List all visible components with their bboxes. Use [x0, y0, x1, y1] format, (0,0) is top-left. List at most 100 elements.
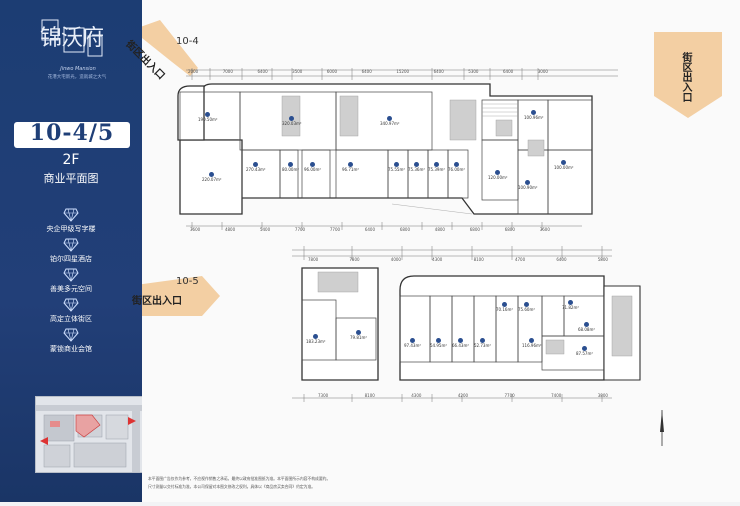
- dimension-label: 3800: [597, 393, 608, 398]
- street-arrow-upper-left: [132, 20, 198, 76]
- dimension-label: 4300: [411, 393, 422, 398]
- unit-marker[interactable]: 120.00m²: [488, 170, 508, 180]
- unit-dot-icon: [501, 302, 507, 307]
- diamond-icon: [63, 208, 79, 222]
- feature-3: 善美多元空间: [0, 268, 142, 294]
- dimension-label: 8100: [364, 393, 375, 398]
- unit-marker[interactable]: 54.95m²: [430, 338, 447, 348]
- dimension-label: 6800: [399, 227, 410, 232]
- dimension-label: 5800: [597, 257, 608, 262]
- floor-label: 2F: [62, 152, 80, 168]
- diamond-icon: [63, 238, 79, 252]
- feature-label: 铂尔四星酒店: [50, 255, 92, 263]
- unit-dot-icon: [531, 110, 537, 115]
- unit-area: 70.16m²: [496, 307, 513, 312]
- logo-mark: [41, 19, 103, 57]
- dimension-label: 7300: [318, 393, 329, 398]
- dimension-row-top: 2000 7000 6400 3500 6000 6400 15200 6400…: [188, 69, 548, 74]
- street-arrow-lower-left: [128, 276, 220, 316]
- unit-dot-icon: [433, 162, 439, 167]
- unit-marker[interactable]: 52.73m²: [474, 338, 491, 348]
- unit-area: 68.08m²: [578, 327, 595, 332]
- unit-marker[interactable]: 75.60m²: [518, 302, 535, 312]
- unit-dot-icon: [309, 162, 315, 167]
- unit-dot-icon: [479, 338, 485, 343]
- floor-plan-area: 10-4 10-5 街区出入口 街区出入口 街区出入口 2000 7000 64…: [123, 0, 740, 502]
- disclaimer-line-2: 尺寸测量以交付标准为准，本公司保留对本图文修改之权利。具体以《商品房买卖合同》约…: [148, 484, 316, 489]
- unit-dot-icon: [583, 322, 589, 327]
- unit-dot-icon: [209, 172, 215, 177]
- unit-marker[interactable]: 100.96m²: [524, 110, 544, 120]
- dimension-label: 4700: [514, 257, 526, 262]
- unit-marker[interactable]: 70.16m²: [496, 302, 513, 312]
- unit-dot-icon: [435, 338, 441, 343]
- unit-marker[interactable]: 75.55m²: [388, 162, 405, 172]
- unit-area: 80.00m²: [282, 167, 299, 172]
- unit-area: 54.95m²: [430, 343, 447, 348]
- feature-label: 高定立体街区: [50, 315, 92, 323]
- unit-dot-icon: [457, 338, 463, 343]
- dimension-label: 2000: [188, 69, 199, 74]
- dimension-label: 7700: [504, 393, 515, 398]
- unit-marker[interactable]: 75.36m²: [408, 162, 425, 172]
- unit-area: 76.00m²: [448, 167, 465, 172]
- dimension-label: 6400: [433, 69, 444, 74]
- unit-area: 66.43m²: [452, 343, 469, 348]
- block-10-5: [292, 246, 641, 402]
- dimension-label: 5300: [468, 69, 479, 74]
- unit-marker[interactable]: 190.50m²: [198, 112, 218, 122]
- unit-marker[interactable]: 96.00m²: [304, 162, 321, 172]
- unit-marker[interactable]: 80.00m²: [282, 162, 299, 172]
- diamond-icon: [63, 298, 79, 312]
- unit-marker[interactable]: 320.03m²: [282, 116, 302, 126]
- unit-marker[interactable]: 100.90m²: [518, 180, 538, 190]
- unit-marker[interactable]: 270.43m²: [246, 162, 266, 172]
- unit-marker[interactable]: 76.00m²: [448, 162, 465, 172]
- unit-marker[interactable]: 79.81m²: [350, 330, 367, 340]
- unit-dot-icon: [523, 302, 529, 307]
- unit-marker[interactable]: 220.07m²: [202, 172, 222, 182]
- unit-marker[interactable]: 68.08m²: [578, 322, 595, 332]
- unit-dot-icon: [287, 162, 293, 167]
- dimension-row-lower-bottom: 7300 8100 4300 4200 7700 7400 3800: [318, 393, 608, 398]
- dimension-label: 4800: [224, 227, 236, 232]
- minimap-drawing: [36, 397, 153, 472]
- floor-plan-drawing: [128, 0, 740, 502]
- unit-dot-icon: [413, 162, 419, 167]
- diamond-icon: [63, 268, 79, 282]
- unit-dot-icon: [393, 162, 399, 167]
- unit-area: 340.97m²: [380, 121, 400, 126]
- unit-dot-icon: [355, 330, 361, 335]
- dimension-label: 6800: [469, 227, 480, 232]
- dimension-label: 6800: [504, 227, 515, 232]
- dimension-label: 6400: [503, 69, 514, 74]
- unit-dot-icon: [567, 300, 573, 305]
- unit-marker[interactable]: 66.43m²: [452, 338, 469, 348]
- unit-marker[interactable]: 100.00m²: [554, 160, 574, 170]
- unit-marker[interactable]: 87.57m²: [576, 346, 593, 356]
- unit-dot-icon: [347, 162, 353, 167]
- dimension-label: 3000: [537, 69, 548, 74]
- unit-marker[interactable]: 71.82m²: [562, 300, 579, 310]
- dimension-label: 7700: [329, 227, 341, 232]
- dimension-label: 8100: [473, 257, 484, 262]
- dimension-label: 6000: [326, 69, 338, 74]
- dimension-label: 7800: [308, 257, 319, 262]
- unit-marker[interactable]: 116.96m²: [522, 338, 542, 348]
- unit-marker[interactable]: 97.43m²: [404, 338, 421, 348]
- unit-area: 116.96m²: [522, 343, 542, 348]
- dimension-label: 6400: [257, 69, 268, 74]
- unit-area: 120.00m²: [488, 175, 508, 180]
- unit-area: 96.00m²: [304, 167, 321, 172]
- unit-dot-icon: [495, 170, 501, 175]
- feature-label: 善美多元空间: [50, 285, 92, 293]
- unit-marker[interactable]: 340.97m²: [380, 116, 400, 126]
- entrance-marker-icon: [128, 417, 136, 425]
- unit-marker[interactable]: 75.39m²: [428, 162, 445, 172]
- dimension-row-middle: 3600 4800 5400 7700 7700 6400 6800 4800 …: [190, 227, 550, 232]
- unit-marker[interactable]: 183.23m²: [306, 334, 326, 344]
- unit-marker[interactable]: 96.71m²: [342, 162, 359, 172]
- dimension-label: 3600: [539, 227, 550, 232]
- dimension-row-lower-top: 7800 7800 4000 4300 8100 4700 6400 5800: [308, 257, 608, 262]
- dimension-label: 6400: [556, 257, 567, 262]
